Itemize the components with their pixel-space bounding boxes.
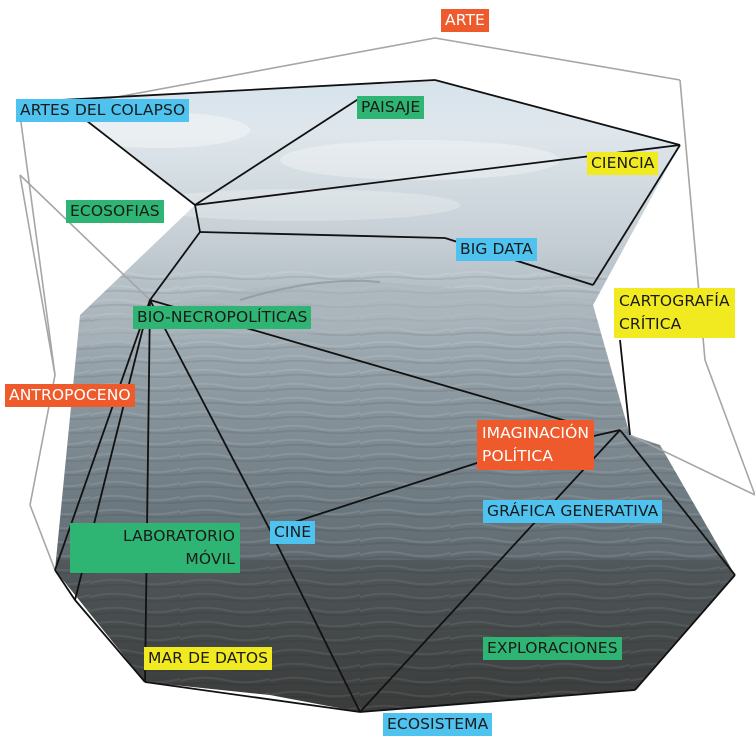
node-ecosofias: ECOSOFIAS (66, 200, 164, 223)
node-laboratorio-line-2: MÓVIL (185, 550, 235, 568)
node-mar-de-datos: MAR DE DATOS (144, 647, 273, 670)
node-imaginacion-line-1: IMAGINACIÓN (482, 424, 590, 442)
node-cartografia-line-2: CRÍTICA (619, 315, 682, 333)
node-laboratorio-movil: LABORATORIO MÓVIL (70, 523, 240, 573)
node-antropoceno: ANTROPOCENO (5, 384, 135, 407)
node-exploraciones: EXPLORACIONES (483, 637, 622, 660)
node-big-data: BIG DATA (456, 238, 537, 261)
node-ciencia: CIENCIA (587, 152, 659, 175)
node-arte: ARTE (441, 9, 489, 32)
node-ecosistema: ECOSISTEMA (383, 713, 493, 736)
node-grafica-generativa: GRÁFICA GENERATIVA (483, 500, 663, 523)
node-imaginacion-politica: IMAGINACIÓN POLÍTICA (477, 420, 595, 470)
inner-edges (54, 79, 736, 713)
node-bio-necropoliticas: BIO-NECROPOLÍTICAS (133, 306, 312, 329)
node-cartografia-line-1: CARTOGRAFÍA (619, 292, 730, 310)
node-artes-del-colapso: ARTES DEL COLAPSO (16, 99, 190, 122)
node-imaginacion-line-2: POLÍTICA (482, 447, 554, 465)
node-cartografia-critica: CARTOGRAFÍA CRÍTICA (614, 288, 735, 338)
node-paisaje: PAISAJE (357, 96, 425, 119)
node-cine: CINE (270, 521, 316, 544)
node-laboratorio-line-1: LABORATORIO (122, 527, 235, 545)
